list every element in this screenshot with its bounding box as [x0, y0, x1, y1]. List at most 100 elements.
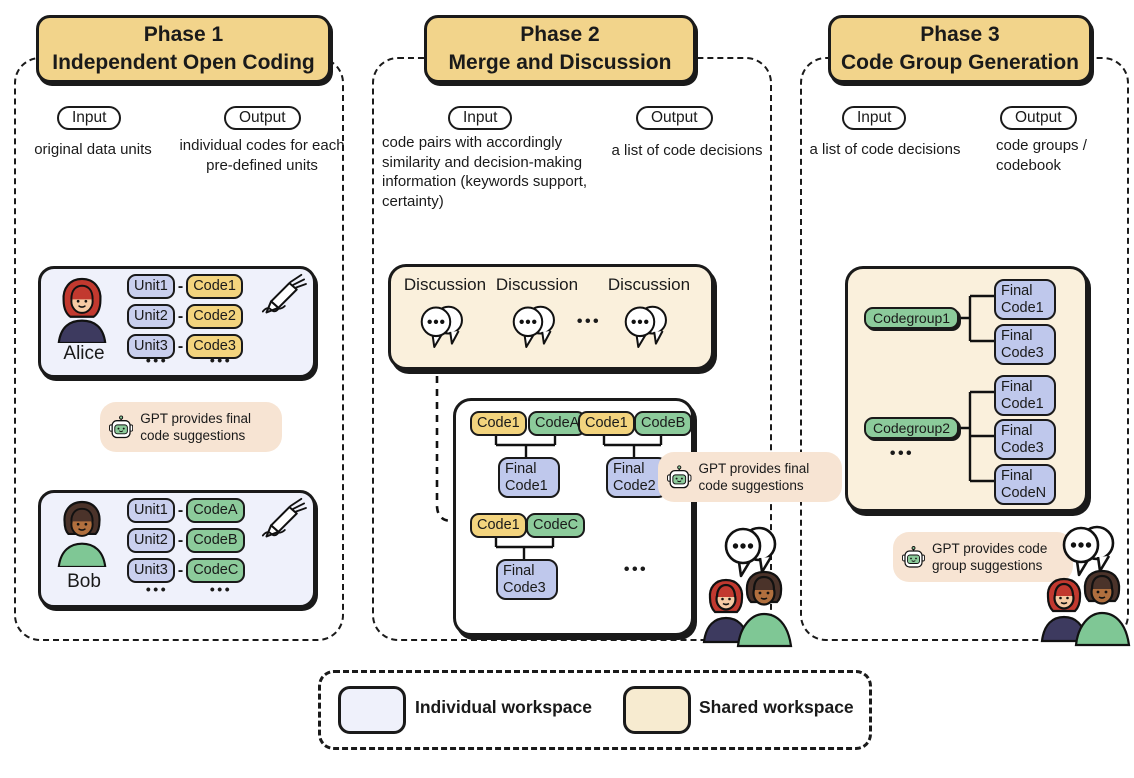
alice-avatar: [57, 277, 107, 343]
pencil-icon: [261, 497, 307, 538]
phase1-title-line2: Independent Open Coding: [52, 51, 315, 74]
unit-pill: Unit1: [127, 274, 175, 300]
phase3-header: Phase 3 Code Group Generation: [828, 15, 1092, 83]
robot-icon: [667, 465, 692, 489]
merge-right-pill: CodeA: [528, 411, 587, 437]
bob-row-1: Unit1 - CodeA: [127, 498, 245, 524]
phase2-input-caption: code pairs with accordingly similarity a…: [382, 134, 588, 210]
final-code-box: Final Code3: [994, 419, 1056, 461]
phase2-output-label: Output: [651, 109, 698, 126]
final-code-box: Final CodeN: [994, 464, 1056, 506]
phase2-title-line2: Merge and Discussion: [448, 51, 672, 74]
discussion-label-2: Discussion: [495, 275, 579, 294]
final-code-box: Final Code1: [994, 279, 1056, 321]
phase1-output-label: Output: [239, 109, 286, 126]
alice-rows: Unit1 - Code1 Unit2 - Code2 Unit3 - Code…: [127, 274, 243, 364]
chat-bubble-icon: [512, 305, 555, 348]
pair-dash: -: [177, 561, 184, 579]
code-pill: CodeB: [186, 528, 245, 554]
robot-icon: [902, 546, 925, 568]
phase1-gpt-note: GPT provides final code suggestions: [140, 410, 251, 443]
phase2-output-pill: Output: [636, 106, 713, 130]
merge-left-pill: Code1: [470, 513, 527, 539]
pair-dash: -: [177, 337, 184, 355]
unit-pill: Unit1: [127, 498, 175, 524]
phase3-gpt-note: GPT provides code group suggestions: [932, 540, 1048, 573]
final-code-box: Final Code1: [994, 375, 1056, 417]
bob-avatar: [57, 500, 107, 567]
bob-workspace: Bob Unit1 - CodeA Unit2 - CodeB Unit3 - …: [38, 490, 316, 608]
pair-dash: -: [177, 307, 184, 325]
unit-pill: Unit3: [127, 558, 175, 584]
codegroup-pill: Codegroup1: [864, 307, 960, 329]
phase1-gpt-bubble: GPT provides final code suggestions: [100, 402, 282, 452]
codegroup-ellipsis: •••: [889, 445, 915, 462]
bob-codes-ellipsis: •••: [209, 581, 233, 597]
phase2-gpt-note: GPT provides final code suggestions: [698, 460, 810, 493]
pencil-icon: [261, 273, 307, 314]
alice-workspace: Alice Unit1 - Code1 Unit2 - Code2 Unit3 …: [38, 266, 316, 378]
alice-codes-ellipsis: •••: [209, 352, 233, 368]
phase3-output-caption: code groups / codebook: [996, 137, 1087, 174]
bob-units-ellipsis: •••: [145, 581, 169, 597]
code-pill: CodeA: [186, 498, 245, 524]
chat-bubble-icon: [420, 305, 463, 348]
phase1-output-caption: individual codes for each pre-defined un…: [179, 137, 345, 174]
phase2-header: Phase 2 Merge and Discussion: [424, 15, 696, 83]
phase3-people-discussing: [1040, 525, 1131, 647]
discussion-label-1: Discussion: [403, 275, 487, 294]
bob-row-2: Unit2 - CodeB: [127, 528, 245, 554]
chat-bubble-icon: [624, 305, 667, 348]
unit-pill: Unit2: [127, 304, 175, 330]
bob-name: Bob: [67, 571, 101, 592]
pair-dash: -: [177, 531, 184, 549]
phase3-input-pill: Input: [842, 106, 907, 130]
merge-box: Code1 CodeA Final Code1 Code1 CodeB Fina…: [453, 398, 694, 636]
bob-row-3: Unit3 - CodeC: [127, 558, 246, 584]
phase2-output-caption: a list of code decisions: [611, 142, 763, 159]
robot-icon: [109, 415, 134, 439]
merge-right-pill: CodeB: [634, 411, 693, 437]
final-code-box: Final Code3: [496, 559, 558, 601]
phase2-title-line1: Phase 2: [520, 23, 600, 47]
code-pill: Code2: [186, 304, 243, 330]
bob-rows: Unit1 - CodeA Unit2 - CodeB Unit3 - Code…: [127, 498, 246, 588]
phase1-input-pill: Input: [57, 106, 122, 130]
phase3-output-label: Output: [1015, 109, 1062, 126]
alice-units-ellipsis: •••: [145, 352, 169, 368]
alice-row-2: Unit2 - Code2: [127, 304, 243, 330]
alice-row-3: Unit3 - Code3: [127, 334, 243, 360]
phase3-title-line1: Phase 3: [920, 23, 1000, 47]
codegroup-box: Codegroup1 Final Code1 Final Code3 Codeg…: [845, 266, 1088, 512]
merge-right-pill: CodeC: [526, 513, 586, 539]
final-code-box: Final Code3: [994, 324, 1056, 366]
final-code-box: Final Code1: [498, 457, 560, 499]
code-pill: Code3: [186, 334, 243, 360]
phase1-input-label: Input: [72, 109, 107, 126]
phase3-input-label: Input: [857, 109, 892, 126]
phase2-input-label: Input: [463, 109, 498, 126]
phase1-output-pill: Output: [224, 106, 301, 130]
code-pill: CodeC: [186, 558, 246, 584]
pair-dash: -: [177, 277, 184, 295]
phase1-header: Phase 1 Independent Open Coding: [36, 15, 331, 83]
phase2-gpt-bubble: GPT provides final code suggestions: [658, 452, 842, 502]
unit-pill: Unit3: [127, 334, 175, 360]
legend-shared-swatch: [623, 686, 691, 734]
phase2-input-pill: Input: [448, 106, 513, 130]
phase3-gpt-bubble: GPT provides code group suggestions: [893, 532, 1073, 582]
code-pill: Code1: [186, 274, 243, 300]
discussion-ellipsis: •••: [576, 313, 602, 330]
phase3-title-line2: Code Group Generation: [840, 51, 1079, 74]
codegroup-pill: Codegroup2: [864, 417, 960, 439]
merge-left-pill: Code1: [578, 411, 635, 437]
final-code-box: Final Code2: [606, 457, 668, 499]
alice-row-1: Unit1 - Code1: [127, 274, 243, 300]
phase2-people-discussing: [702, 526, 793, 648]
legend-individual-swatch: [338, 686, 406, 734]
phase1-input-caption: original data units: [34, 141, 152, 158]
alice-name: Alice: [63, 343, 105, 364]
phase3-output-pill: Output: [1000, 106, 1077, 130]
legend-shared-label: Shared workspace: [699, 697, 854, 717]
